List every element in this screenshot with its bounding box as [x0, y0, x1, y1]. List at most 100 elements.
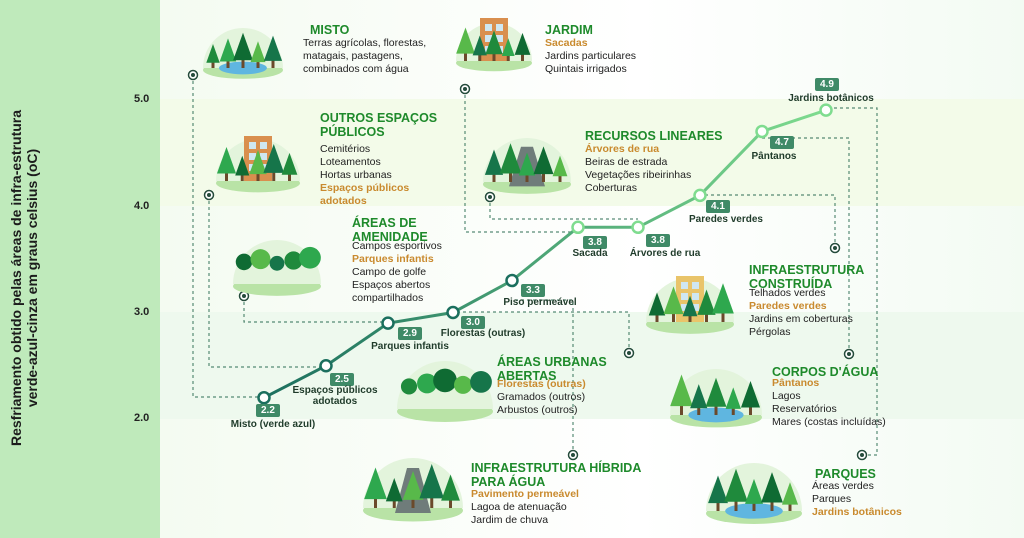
scene-window-8-2-0 — [681, 304, 688, 311]
scene-3-park — [233, 240, 321, 296]
scene-tree-4-2-crown — [485, 30, 503, 55]
scene-tree-9-4-trunk — [749, 406, 752, 415]
leader-line-10 — [826, 107, 878, 456]
scene-8-building — [646, 276, 734, 334]
scene-tree-2-0-crown — [216, 146, 237, 174]
category-item-9-3: Reservatórios — [772, 403, 837, 415]
scene-tree-1-1-trunk — [226, 60, 230, 68]
scene-tree-8-0-crown — [648, 292, 666, 316]
scene-window-2-0-0 — [249, 142, 256, 149]
scene-window-8-1-1 — [692, 293, 699, 300]
category-title-3: ÁREAS DE AMENIDADE — [352, 216, 428, 244]
scene-bush-6-2 — [433, 368, 457, 393]
markers — [257, 103, 833, 405]
scene-tree-5-0-trunk — [492, 173, 496, 182]
category-item-10-2: Parques — [812, 493, 852, 505]
category-item-3-4: Espaços abertos — [352, 279, 431, 291]
scene-tree-4-2-trunk — [492, 53, 496, 61]
scene-tree-10-0-crown — [708, 475, 728, 504]
scene-tree-9-1-crown — [690, 384, 708, 409]
y-tick-2: 2.0 — [134, 412, 150, 424]
category-item-1-3: combinados com água — [303, 63, 409, 75]
category-item-10-1: Áreas verdes — [812, 480, 874, 492]
category-item-1-2: matagais, pastagens, — [303, 50, 403, 62]
point-name-7: Árvores de rua — [629, 248, 701, 259]
value-label-7: 3.8 — [646, 234, 670, 247]
scene-1-forest-lake — [203, 28, 283, 79]
scene-tree-8-0-trunk — [655, 314, 659, 322]
data-point-10 — [819, 103, 833, 117]
scene-bush-6-0 — [400, 378, 418, 395]
leader-line-9 — [762, 137, 850, 354]
scene-tree-4-3-trunk — [506, 55, 510, 61]
scene-tree-7-0-trunk — [374, 497, 377, 508]
category-item-4-1: Sacadas — [545, 37, 588, 49]
point-name-2: Espaços públicos adotados — [292, 385, 378, 407]
value-label-4: 3.0 — [461, 316, 485, 329]
scene-tree-2-1-crown — [235, 155, 250, 176]
scene-6-forest — [397, 361, 493, 422]
scene-tree-9-0-trunk — [680, 404, 683, 415]
data-point-8 — [693, 188, 707, 203]
data-point-6 — [571, 220, 585, 235]
scene-tree-9-0-crown — [670, 374, 693, 407]
scene-tree-1-0-trunk — [211, 62, 215, 68]
scene-tree-10-3-crown — [761, 472, 783, 503]
scene-tree-9-2-crown — [705, 377, 727, 407]
band-2-3 — [160, 312, 1024, 419]
band-4-5 — [160, 99, 1024, 206]
scene-tree-8-3-trunk — [705, 313, 708, 322]
scene-tree-2-2-trunk — [256, 173, 260, 181]
scene-tree-4-3-crown — [501, 38, 515, 56]
scene-tree-4-4-trunk — [521, 53, 524, 61]
scene-4-house — [456, 18, 532, 72]
category-item-7-3: Jardim de chuva — [471, 514, 549, 526]
scene-tree-7-1-trunk — [392, 500, 396, 508]
category-item-8-2: Paredes verdes — [749, 300, 827, 312]
leader-dot-core-1 — [191, 73, 195, 77]
category-item-7-1: Pavimento permeável — [471, 488, 579, 500]
category-item-8-3: Jardins em coberturas — [749, 313, 853, 325]
scene-bush-3-1 — [250, 249, 271, 270]
y-tick-3: 3.0 — [134, 306, 150, 318]
leader-line-6 — [453, 311, 630, 353]
category-title-7: INFRAESTRUTURA HÍBRIDA PARA ÁGUA — [471, 461, 641, 489]
scene-tree-5-2-trunk — [525, 174, 529, 182]
category-item-2-3: Hortas urbanas — [320, 169, 392, 181]
point-name-4: Florestas (outras) — [440, 328, 526, 339]
data-point-5 — [505, 273, 519, 288]
leader-dot-core-3 — [242, 294, 246, 298]
scene-tree-4-1-crown — [472, 35, 487, 56]
leader-dot-core-4 — [463, 87, 467, 91]
scene-tree-8-1-crown — [663, 286, 684, 315]
scene-2-city — [216, 136, 300, 193]
y-tick-4: 4.0 — [134, 200, 150, 212]
category-item-8-4: Pérgolas — [749, 326, 791, 338]
scene-tree-2-1-trunk — [240, 174, 244, 181]
scene-tree-7-4-trunk — [449, 499, 452, 508]
leader-dot-core-2 — [207, 193, 211, 197]
scene-tree-7-1-crown — [385, 478, 403, 502]
leader-lines — [187, 69, 878, 461]
point-name-1: Misto (verde azul) — [230, 419, 316, 430]
scene-tree-7-4-crown — [441, 474, 460, 501]
scene-window-4-0-1 — [496, 24, 503, 31]
scene-bush-3-2 — [269, 255, 285, 271]
scene-tree-10-3-trunk — [770, 501, 774, 511]
scene-window-4-1-0 — [485, 35, 492, 42]
scene-tree-8-3-crown — [697, 289, 716, 315]
category-title-6: ÁREAS URBANAS ABERTAS — [497, 355, 607, 383]
leader-line-3 — [243, 296, 388, 323]
value-label-2: 2.5 — [330, 373, 354, 386]
category-item-9-1: Pântanos — [772, 377, 820, 389]
data-point-7 — [631, 220, 645, 235]
scene-tree-2-2-crown — [249, 149, 267, 175]
data-point-9 — [755, 124, 769, 139]
scene-tree-7-2-trunk — [411, 498, 415, 508]
scene-window-2-0-1 — [260, 142, 267, 149]
